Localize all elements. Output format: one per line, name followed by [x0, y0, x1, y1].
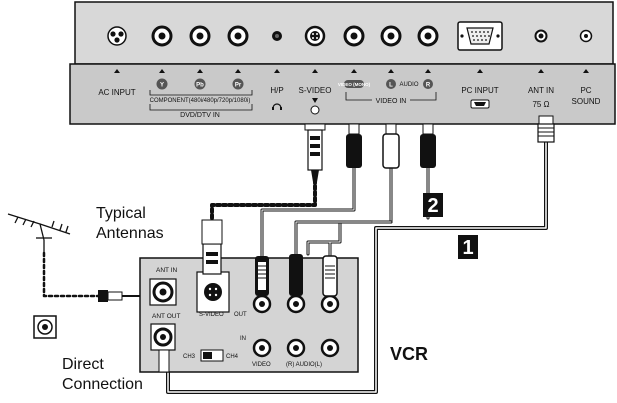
vcr-audio-l-out-port	[320, 255, 340, 314]
component-y-jack	[151, 25, 173, 47]
vcr-ant-in-port	[149, 278, 177, 306]
ant-in-label: ANT IN	[528, 86, 554, 95]
vcr-svideo-label: S-VIDEO	[199, 312, 224, 318]
vcr-video-in-port	[252, 338, 272, 358]
vcr-video-out-port	[252, 256, 272, 314]
pc-sound-jack	[579, 29, 593, 43]
wall-outlet-icon	[33, 315, 57, 339]
pr-label: Pr	[235, 83, 242, 89]
vcr-in-label: IN	[240, 336, 246, 342]
video-in-jack	[343, 25, 365, 47]
ch3-label: CH3	[183, 354, 196, 360]
headphone-icon	[272, 103, 282, 110]
rf-coax-plug	[98, 290, 140, 302]
vcr-audio-label: (R) AUDIO(L)	[286, 362, 322, 368]
vcr-ant-in-label: ANT IN	[156, 267, 177, 274]
audio-l-label: L	[389, 83, 393, 89]
hp-label: H/P	[270, 86, 283, 95]
y-label: Y	[160, 83, 164, 89]
cables	[42, 140, 548, 394]
ac-input-port	[107, 26, 127, 46]
vcr-ant-out-label: ANT OUT	[152, 313, 180, 320]
ch4-label: CH4	[226, 354, 239, 360]
vcr-ant-out-port	[150, 323, 176, 373]
svideo-jack	[304, 25, 326, 47]
component-label: COMPONENT(480i/480p/720p/1080i)	[150, 98, 251, 104]
video-label: VIDEO (MONO)	[338, 82, 371, 87]
vcr-audio-l-in-port	[320, 338, 340, 358]
video-in-label: VIDEO IN	[376, 98, 407, 105]
vcr-out-label: OUT	[234, 312, 247, 318]
audio-label: AUDIO	[399, 82, 418, 88]
vcr-svideo-port	[196, 219, 230, 313]
component-pr-jack	[227, 25, 249, 47]
svg-text:2: 2	[427, 195, 438, 217]
antenna-icon	[7, 213, 71, 253]
ac-input-label: AC INPUT	[98, 88, 135, 97]
dvd-dtv-in-label: DVD/DTV IN	[180, 112, 220, 119]
component-pb-jack	[189, 25, 211, 47]
vcr-back-panel: ANT IN ANT OUT S-VIDEO OUT	[139, 219, 359, 373]
ohm-label: 75 Ω	[532, 100, 549, 109]
audio-r-label: R	[426, 83, 431, 89]
vcr-audio-r-out-port	[286, 254, 306, 314]
vcr-audio-r-in-port	[286, 338, 306, 358]
headphone-jack	[272, 31, 282, 41]
step-1-badge: 1	[458, 235, 478, 259]
tv-cable-plugs	[304, 115, 555, 182]
svideo-label: S-VIDEO	[299, 86, 332, 95]
vcr-video-label: VIDEO	[252, 362, 271, 368]
step-2-badge: 2	[423, 193, 443, 217]
pc-input-port	[457, 21, 503, 51]
panel-pointers	[114, 69, 589, 73]
audio-r-jack	[417, 25, 439, 47]
vcr-label: VCR	[390, 344, 428, 364]
svg-text:1: 1	[462, 237, 473, 259]
pc-input-label: PC INPUT	[461, 86, 498, 95]
pb-label: Pb	[196, 83, 204, 89]
svideo-cable	[210, 178, 317, 222]
tv-back-panel: AC INPUT Y Pb Pr COMPONENT(480i/480p/720…	[69, 1, 616, 125]
channel-switch	[200, 349, 224, 362]
audio-l-jack	[380, 25, 402, 47]
antenna-in-port	[534, 29, 548, 43]
